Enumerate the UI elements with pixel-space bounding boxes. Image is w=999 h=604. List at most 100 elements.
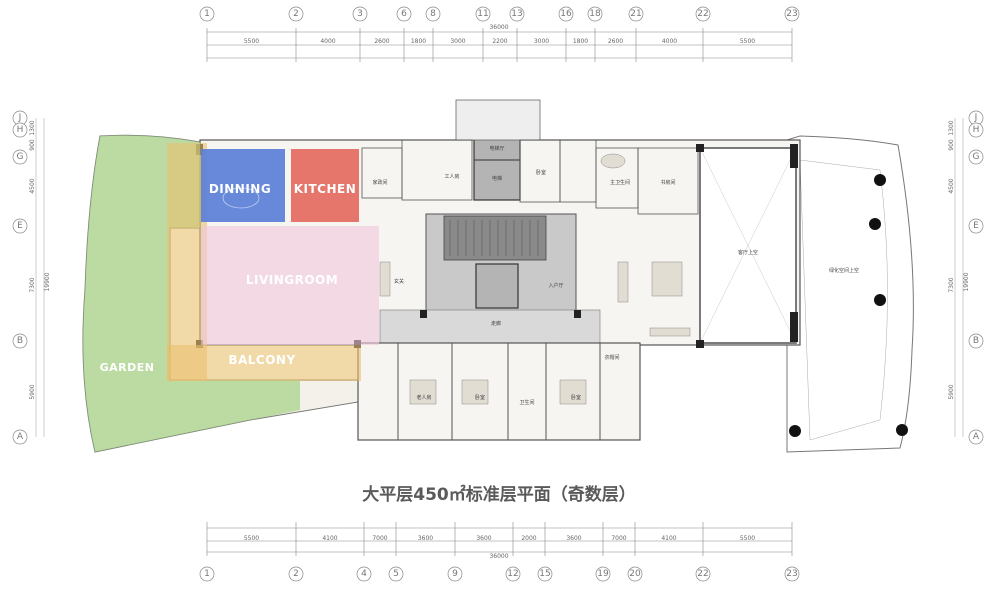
bottom-axis-circle [537, 566, 553, 582]
room-tags: 电梯厅 电梯 家政间 工人房 卧室 主卫生间 书房间 玄关 入户厅 走廊 客厅上… [372, 145, 859, 406]
right-row-label: A [973, 432, 980, 442]
bottom-dimension-label: 4100 [661, 535, 676, 542]
top-right-rooms [361, 139, 699, 215]
room-housekeeper: 家政间 [372, 179, 387, 186]
right-dim-1: 1300 [948, 120, 955, 135]
top-axis-label: 16 [560, 9, 572, 19]
top-dimension-label: 5500 [740, 38, 755, 45]
bottom-axis-circle [784, 566, 800, 582]
right-row-circle [968, 149, 984, 165]
right-dim-3: 4500 [948, 178, 955, 193]
bottom-axis-label: 15 [539, 569, 550, 579]
bottom-axis-circle [288, 566, 304, 582]
top-axis-circle [288, 6, 304, 22]
top-axis-label: 8 [430, 9, 436, 19]
left-row-label: J [18, 113, 22, 123]
bottom-axis-label: 4 [361, 569, 367, 579]
top-dimension-label: 3000 [450, 38, 465, 45]
bottom-dimension-label: 3600 [566, 535, 581, 542]
left-row-label: A [17, 432, 24, 442]
left-row-label: E [17, 221, 23, 231]
room-foyer: 玄关 [394, 278, 404, 285]
right-row-label: B [973, 336, 979, 346]
room-landscape-void: 绿化空间上空 [829, 267, 859, 274]
right-row-label: J [974, 113, 978, 123]
top-axis-label: 3 [357, 9, 363, 19]
left-row-label: G [17, 152, 24, 162]
bottom-dimension-label: 3600 [476, 535, 491, 542]
room-elevator-hall: 电梯厅 [489, 145, 504, 152]
bottom-axis-label: 5 [393, 569, 399, 579]
left-row-circle [12, 122, 28, 138]
garden-zone [82, 135, 361, 452]
top-axis-circle [425, 6, 441, 22]
top-dimension-label: 4000 [662, 38, 677, 45]
top-axis-label: 22 [697, 9, 708, 19]
right-row-circle [968, 429, 984, 445]
bottom-dimension-band: 36000 [206, 522, 793, 560]
bottom-dimension-label: 7000 [372, 535, 387, 542]
stair-treads [449, 220, 539, 256]
kitchen-label: KITCHEN [294, 182, 357, 196]
bottom-axis-circle [356, 566, 372, 582]
room-lift: 电梯 [492, 175, 502, 182]
top-axis-label: 21 [630, 9, 641, 19]
bottom-axis-circle [505, 566, 521, 582]
right-row-label: G [973, 152, 980, 162]
room-entrance: 入户厅 [548, 282, 563, 289]
top-dimension-label: 3000 [534, 38, 549, 45]
left-row-label: B [17, 336, 23, 346]
balcony-label: BALCONY [228, 353, 295, 367]
bottom-dimension-label: 5500 [244, 535, 259, 542]
top-axis-circle [352, 6, 368, 22]
top-axis-label: 2 [293, 9, 299, 19]
top-axis-label: 23 [786, 9, 797, 19]
left-dim-2: 900 [29, 139, 36, 151]
top-axis-circle [628, 6, 644, 22]
right-dim-2: 900 [948, 139, 955, 151]
bottom-total-dimension: 36000 [489, 553, 508, 560]
right-row-circle [968, 218, 984, 234]
right-dim-5: 5900 [948, 384, 955, 399]
room-study: 书房间 [660, 179, 675, 186]
right-row-circle [968, 333, 984, 349]
top-axis-circle [695, 6, 711, 22]
top-axis-circle [475, 6, 491, 22]
top-dimension-label: 1800 [573, 38, 588, 45]
right-row-label: E [973, 221, 979, 231]
left-dim-4: 7300 [29, 277, 36, 292]
bottom-dimension-label: 3600 [418, 535, 433, 542]
bottom-axis-label: 12 [507, 569, 518, 579]
room-elder: 老人房 [416, 394, 431, 401]
room-bathroom: 卫生间 [519, 399, 534, 406]
top-axis-label: 18 [589, 9, 601, 19]
left-row-circle [12, 333, 28, 349]
balcony-zone-bottom [167, 345, 361, 381]
right-dim-4: 7300 [948, 277, 955, 292]
left-row-circle [12, 149, 28, 165]
garden-label: GARDEN [100, 361, 155, 374]
top-dimension-label: 2600 [374, 38, 389, 45]
top-axis-label: 6 [401, 9, 407, 19]
top-axis-label: 11 [477, 9, 488, 19]
bottom-wing-partitions [397, 343, 601, 440]
top-dimension-label: 2600 [608, 38, 623, 45]
living-zone [201, 226, 379, 345]
top-axis-circle [784, 6, 800, 22]
room-master-bath: 主卫生间 [610, 179, 630, 186]
top-axis-circle [199, 6, 215, 22]
left-dim-3: 4500 [29, 178, 36, 193]
top-axis-circle [396, 6, 412, 22]
bottom-dimension-label: 5500 [740, 535, 755, 542]
top-axis-circle [558, 6, 574, 22]
room-hall-void: 客厅上空 [738, 249, 758, 256]
furniture [379, 153, 691, 405]
bottom-axis-label: 2 [293, 569, 299, 579]
